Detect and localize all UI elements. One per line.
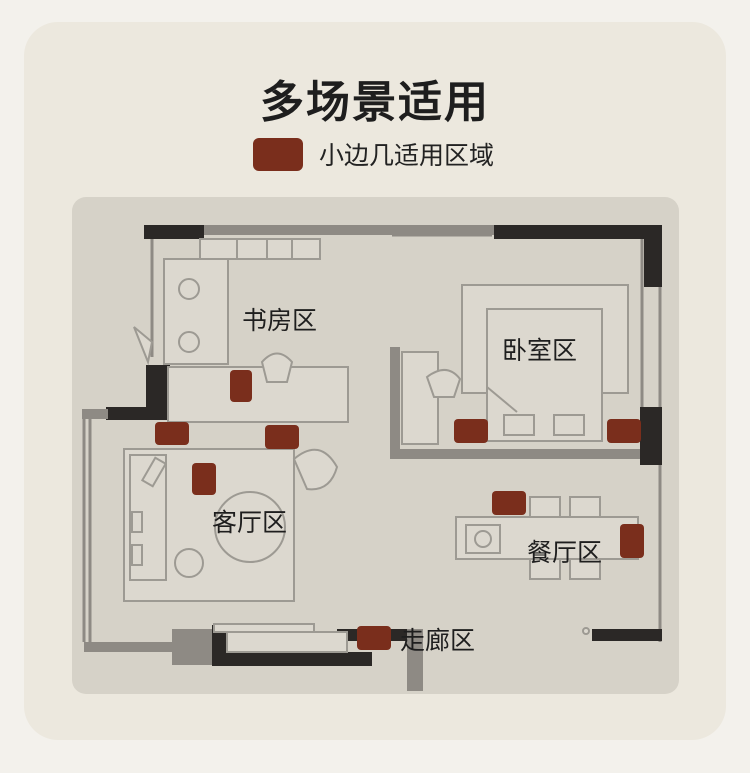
room-label-corridor: 走廊区: [400, 626, 476, 655]
side-table-study: [230, 370, 252, 402]
floor-plan: 书房区 卧室区 客厅区 餐厅区 走廊区: [72, 197, 679, 694]
side-table-dining-2: [620, 524, 644, 558]
study-furniture: [133, 238, 349, 423]
side-table-living-2: [265, 425, 299, 449]
room-label-study: 书房区: [242, 306, 318, 335]
outer-walls: [82, 233, 662, 642]
side-table-living-3: [192, 463, 216, 495]
dining-furniture: [455, 496, 639, 580]
gray-walls: [82, 225, 640, 691]
side-table-corridor: [357, 626, 391, 650]
floor-plan-drawing: [82, 225, 662, 691]
side-table-bedroom-2: [607, 419, 641, 443]
corridor-furniture: [213, 623, 590, 653]
side-tables: [155, 370, 644, 650]
side-table-bedroom-1: [454, 419, 488, 443]
side-table-dining-1: [492, 491, 526, 515]
bedroom-furniture: [401, 284, 629, 445]
legend-label: 小边几适用区域: [319, 141, 495, 170]
room-label-bedroom: 卧室区: [502, 336, 578, 365]
page-title: 多场景适用: [260, 77, 490, 128]
side-table-living-1: [155, 422, 189, 445]
room-label-living: 客厅区: [212, 508, 288, 537]
dark-walls: [106, 225, 662, 666]
room-label-dining: 餐厅区: [527, 538, 603, 567]
legend: 小边几适用区域: [253, 136, 494, 172]
living-furniture: [123, 448, 339, 602]
legend-swatch: [253, 137, 303, 171]
